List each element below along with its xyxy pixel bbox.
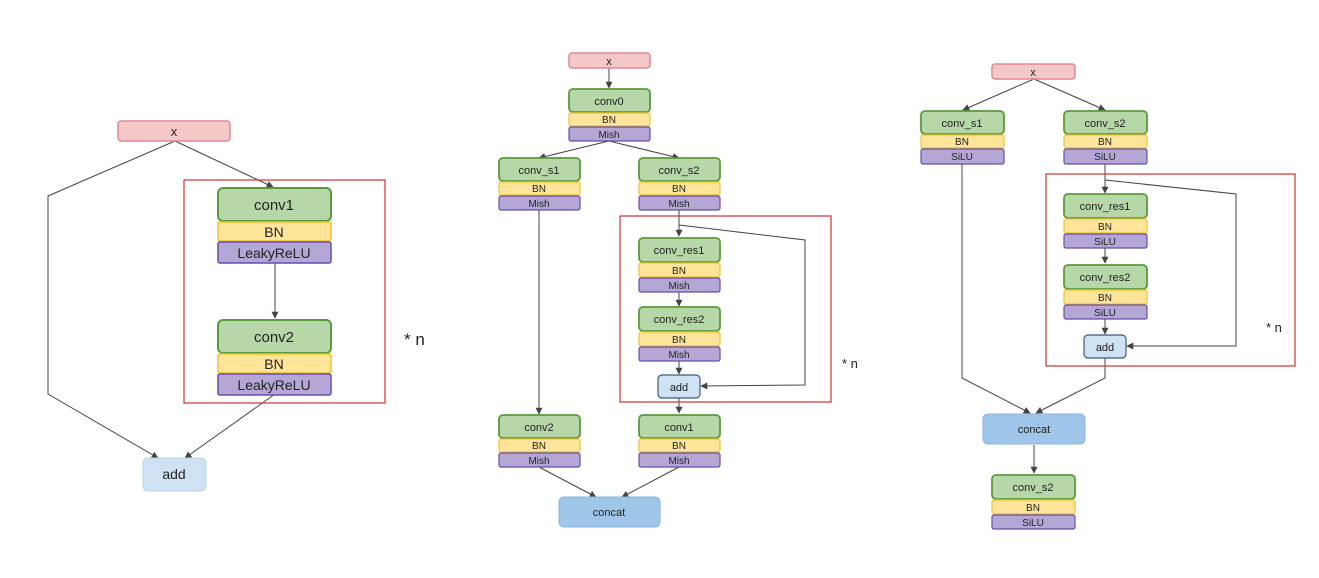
conv1-label: conv1 [664,422,693,434]
repeat-label: * n [1266,320,1282,335]
conv0-label: conv0 [594,96,623,108]
edge-conv0-to-conv-s1 [538,140,610,160]
input-label: x [171,124,178,139]
conv-res1-act-label: SiLU [1094,237,1116,248]
conv-s2-block: conv_s2 BN Mish [638,157,721,211]
conv-s2-label: conv_s2 [659,165,700,177]
repeat-label: * n [842,356,858,371]
conv-s1-act-label: SiLU [951,152,973,163]
edge-x-to-conv1 [174,140,274,188]
conv-res1-label: conv_res1 [1080,201,1131,213]
conv-res1-act-label: Mish [668,281,689,292]
conv-s1-label: conv_s1 [519,165,560,177]
concat-label: concat [1018,424,1050,436]
input-node: x [117,120,231,142]
conv-s1-bn-label: BN [955,137,969,148]
edge-x-to-add-skip [47,140,176,459]
conv-s1-act-label: Mish [528,199,549,210]
out-act-label: SiLU [1022,518,1044,529]
conv1-act-label: LeakyReLU [237,245,310,261]
conv-s1-block: conv_s1 BN Mish [498,157,581,211]
conv2-act-label: Mish [528,456,549,467]
conv-res2-label: conv_res2 [1080,272,1131,284]
concat-node: concat [982,413,1086,445]
conv2-label: conv2 [254,329,294,346]
edge-x-to-conv-s2 [1033,78,1106,111]
conv2-bn-label: BN [532,441,546,452]
conv-res2-act-label: SiLU [1094,308,1116,319]
repeat-box [1045,173,1296,367]
diagram-2: x conv0 BN Mish conv_s1 BN Mish conv_s2 … [498,52,858,528]
conv1-label: conv1 [254,197,294,214]
edge-x-to-conv-s1 [962,78,1035,111]
conv-res2-bn-label: BN [1098,293,1112,304]
add-label: add [162,466,185,482]
repeat-box [183,179,386,404]
diagram-1-edges [47,140,279,459]
input-label: x [1030,67,1036,79]
conv1-bn-label: BN [672,441,686,452]
conv-s2-bn-label: BN [1098,137,1112,148]
conv2-block: conv2 BN Mish [498,414,581,468]
edge-conv0-to-conv-s2 [608,140,680,160]
conv1-bn-label: BN [264,224,283,240]
conv1-block: conv1 BN Mish [638,414,721,468]
conv-res2-bn-label: BN [672,335,686,346]
input-label: x [606,56,612,68]
conv-res1-block: conv_res1 BN SiLU [1063,193,1148,249]
edge-residual-to-add [1104,179,1237,350]
conv0-bn-label: BN [602,115,616,126]
conv-s2-bn-label: BN [672,184,686,195]
conv2-bn-label: BN [264,356,283,372]
conv-s1-block: conv_s1 BN SiLU [920,110,1005,165]
conv-s2-label: conv_s2 [1085,118,1126,130]
add-node: add [1083,334,1127,359]
conv-res1-block: conv_res1 BN Mish [638,237,721,293]
edge-add-to-concat [1035,358,1106,414]
conv-s2-act-label: SiLU [1094,152,1116,163]
conv-s2-act-label: Mish [668,199,689,210]
repeat-label: * n [404,330,425,349]
conv-s1-bn-label: BN [532,184,546,195]
conv-res2-label: conv_res2 [654,314,705,326]
edge-residual-to-add [678,224,806,390]
edge-conv1-to-concat [621,466,680,498]
conv-res1-bn-label: BN [672,266,686,277]
conv-res2-block: conv_res2 BN SiLU [1063,264,1148,320]
edge-conv2-to-concat [538,466,597,498]
conv0-act-label: Mish [598,130,619,141]
conv-s2-block: conv_s2 BN SiLU [1063,110,1148,165]
add-label: add [670,382,688,394]
input-node: x [568,52,651,69]
diagram-1: x conv1 BN LeakyReLU conv2 BN LeakyReLU … [47,120,425,492]
add-node: add [657,374,701,399]
diagram-2-edges [535,68,806,498]
edge-conv2-to-add [184,393,276,459]
conv1-block: conv1 BN LeakyReLU [217,187,332,264]
diagram-3-edges [961,78,1237,474]
diagram-3: x conv_s1 BN SiLU conv_s2 BN SiLU conv_r… [920,63,1296,530]
add-node: add [142,457,207,492]
out-conv-label: conv_s2 [1013,482,1054,494]
conv2-label: conv2 [524,422,553,434]
concat-node: concat [558,496,661,528]
out-bn-label: BN [1026,503,1040,514]
edge-conv-s1-to-concat [961,164,1031,414]
conv-s1-label: conv_s1 [942,118,983,130]
conv2-act-label: LeakyReLU [237,377,310,393]
repeat-box [619,215,832,403]
conv-res2-act-label: Mish [668,350,689,361]
conv2-block: conv2 BN LeakyReLU [217,319,332,396]
out-conv-block: conv_s2 BN SiLU [991,474,1076,530]
add-label: add [1096,342,1114,354]
concat-label: concat [593,507,625,519]
conv0-block: conv0 BN Mish [568,88,651,142]
conv-res2-block: conv_res2 BN Mish [638,306,721,362]
input-node: x [991,63,1076,80]
conv-res1-bn-label: BN [1098,222,1112,233]
conv-res1-label: conv_res1 [654,245,705,257]
conv1-act-label: Mish [668,456,689,467]
